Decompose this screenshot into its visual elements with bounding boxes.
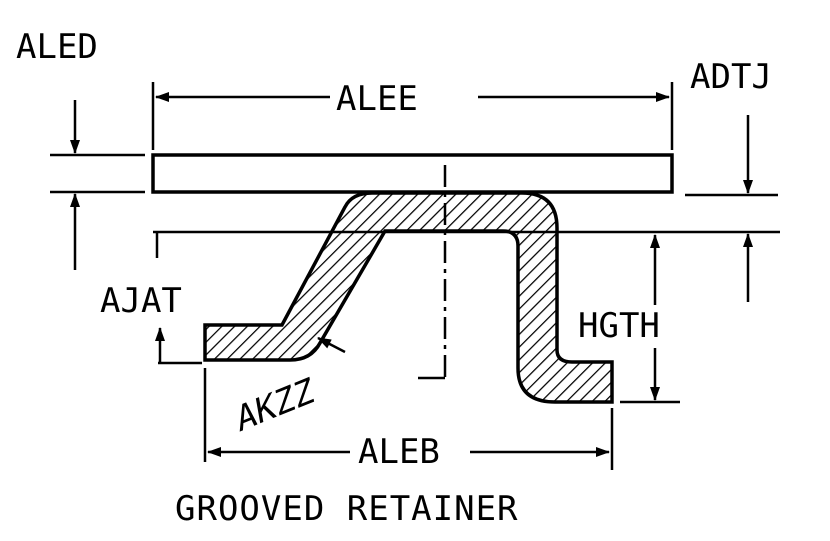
aleb-dimension bbox=[203, 368, 614, 470]
label-adtj: ADTJ bbox=[690, 57, 772, 97]
diagram-title: GROOVED RETAINER bbox=[175, 489, 519, 529]
label-aleb: ALEB bbox=[358, 432, 440, 472]
plate bbox=[151, 153, 674, 194]
adtj-dimension bbox=[153, 115, 780, 302]
akzz-leader bbox=[317, 336, 346, 354]
label-alee: ALEE bbox=[336, 79, 418, 119]
aled-dimension bbox=[50, 100, 145, 270]
label-hgth: HGTH bbox=[578, 306, 660, 346]
hgth-dimension bbox=[620, 234, 680, 404]
ajat-dimension bbox=[155, 327, 202, 365]
label-ajat: AJAT bbox=[100, 281, 182, 321]
label-aled: ALED bbox=[16, 27, 98, 67]
alee-dimension bbox=[151, 82, 674, 150]
retainer-profile bbox=[203, 191, 614, 404]
label-akzz: AKZZ bbox=[234, 370, 317, 440]
